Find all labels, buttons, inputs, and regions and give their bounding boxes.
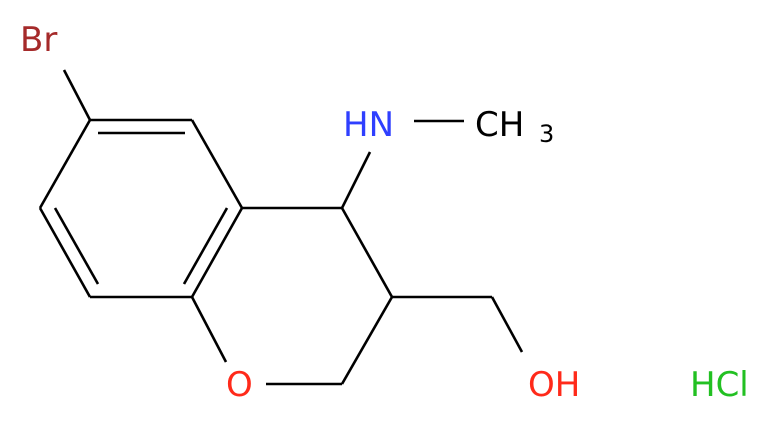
bond-o1-c8a — [190, 296, 228, 363]
bond-c4a-c8a — [190, 207, 244, 298]
methyl-label: CH — [475, 105, 524, 145]
bond-c4-n — [340, 151, 372, 209]
bond-lines — [38, 69, 524, 386]
nitrogen-label: HN — [343, 105, 394, 145]
bond-br-c6 — [62, 69, 92, 121]
bond-c8-c7-inner — [53, 207, 100, 285]
bond-c3-c2 — [340, 296, 394, 385]
ring-oxygen-label: O — [226, 365, 253, 405]
bond-c7-c6 — [38, 119, 92, 209]
methyl-subscript: 3 — [539, 120, 554, 148]
bromine-label: Br — [20, 20, 57, 60]
hydroxyl-label: OH — [528, 365, 580, 405]
bond-c4a-c8a-inner — [182, 207, 229, 285]
hcl-label: HCl — [690, 365, 749, 405]
bond-ch2-oh — [490, 296, 524, 353]
bond-c8-c7 — [38, 207, 92, 298]
bond-c4-c3 — [340, 207, 394, 298]
bond-c5-c4a — [190, 119, 244, 209]
